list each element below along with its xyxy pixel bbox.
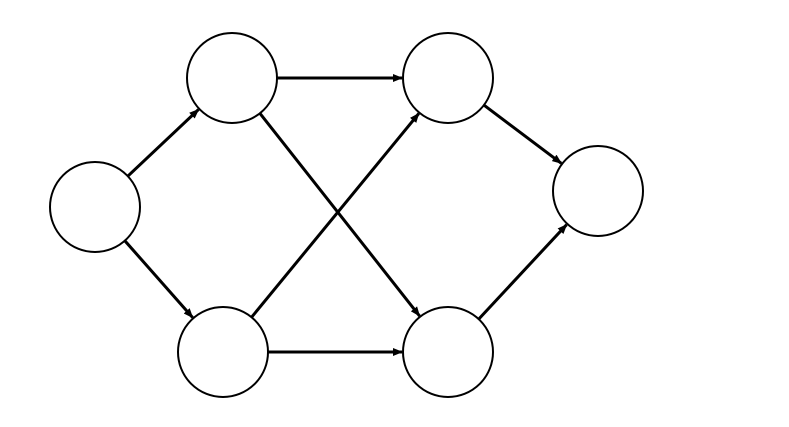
node-n3 [177,306,269,398]
node-n2 [186,32,278,124]
node-circle-n1 [49,161,141,253]
edge-n1-n2 [126,108,200,178]
node-circle-n5 [402,306,494,398]
node-circle-n3 [177,306,269,398]
node-circle-n4 [402,32,494,124]
edge-n4-n6 [482,103,563,165]
node-circle-n6 [552,145,644,237]
node-n6 [552,145,644,237]
node-circle-n2 [186,32,278,124]
nodes-layer [49,32,644,398]
edge-n5-n6 [477,223,568,321]
edge-n1-n3 [123,239,194,319]
edges-layer [123,74,568,356]
edge-n2-n5 [258,112,421,317]
node-n1 [49,161,141,253]
edge-n3-n4 [250,112,420,319]
node-n4 [402,32,494,124]
node-n5 [402,306,494,398]
